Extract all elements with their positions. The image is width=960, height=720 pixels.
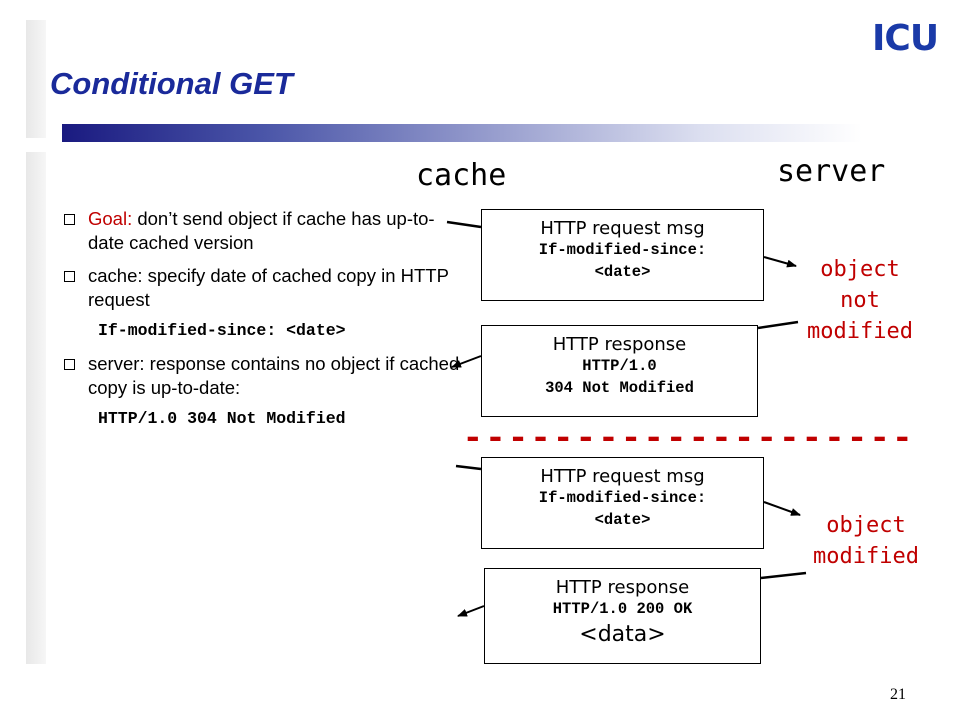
request-box-2: HTTP request msg If-modified-since: <dat… bbox=[481, 457, 764, 549]
code-not-modified: HTTP/1.0 304 Not Modified bbox=[98, 409, 346, 428]
bullet-server: server: response contains no object if c… bbox=[64, 352, 464, 400]
note-line: object bbox=[826, 513, 906, 538]
box-line: If-modified-since: bbox=[538, 241, 707, 259]
arrow-response-1-out bbox=[451, 355, 482, 368]
arrow-request-1-out bbox=[763, 256, 797, 268]
box-line: <date> bbox=[594, 511, 651, 529]
left-bar-top bbox=[26, 20, 46, 138]
response-box-1: HTTP response HTTP/1.0 304 Not Modified bbox=[481, 325, 758, 417]
box-line: If-modified-since: bbox=[538, 489, 707, 507]
note-line: modified bbox=[807, 319, 913, 344]
left-bar-bottom bbox=[26, 152, 46, 664]
arrow-request-1-in bbox=[446, 220, 482, 229]
page-number: 21 bbox=[890, 686, 906, 703]
goal-label: Goal: bbox=[88, 208, 133, 229]
box-line: HTTP/1.0 200 OK bbox=[552, 600, 693, 618]
slide-title: Conditional GET bbox=[50, 66, 293, 101]
box-title: HTTP response bbox=[555, 577, 690, 598]
square-bullet-icon bbox=[64, 271, 75, 282]
title-underline-bar bbox=[62, 124, 862, 142]
bullet-cache: cache: specify date of cached copy in HT… bbox=[64, 264, 464, 312]
request-box-1: HTTP request msg If-modified-since: <dat… bbox=[481, 209, 764, 301]
response-box-2: HTTP response HTTP/1.0 200 OK <data> bbox=[484, 568, 761, 664]
box-line: <data> bbox=[579, 622, 666, 647]
box-line: HTTP/1.0 bbox=[582, 357, 657, 375]
note-line: modified bbox=[813, 544, 919, 569]
arrow-response-1-in bbox=[757, 320, 799, 330]
square-bullet-icon bbox=[64, 214, 75, 225]
server-header: server bbox=[777, 154, 886, 189]
arrow-request-2-in bbox=[455, 464, 482, 471]
note-modified: object modified bbox=[796, 510, 936, 572]
square-bullet-icon bbox=[64, 359, 75, 370]
box-line: 304 Not Modified bbox=[545, 379, 694, 397]
bullet-text: cache: specify date of cached copy in HT… bbox=[88, 265, 449, 310]
cache-header: cache bbox=[416, 158, 507, 193]
arrow-request-2-out bbox=[763, 501, 801, 516]
bullet-text: don’t send object if cache has up-to-dat… bbox=[88, 208, 435, 253]
bullet-list: Goal: don’t send object if cache has up-… bbox=[64, 207, 464, 440]
note-line: not bbox=[840, 288, 880, 313]
arrow-response-2-in bbox=[760, 571, 807, 580]
note-line: object bbox=[820, 257, 900, 282]
bullet-text: server: response contains no object if c… bbox=[88, 353, 460, 398]
icu-logo: ICU bbox=[872, 18, 939, 59]
bullet-goal: Goal: don’t send object if cache has up-… bbox=[64, 207, 464, 255]
box-title: HTTP request msg bbox=[540, 466, 705, 487]
separator-dashes: -------------------- bbox=[462, 418, 915, 459]
arrow-response-2-out bbox=[457, 605, 485, 617]
box-title: HTTP request msg bbox=[540, 218, 705, 239]
note-not-modified: object not modified bbox=[790, 254, 930, 347]
code-if-modified: If-modified-since: <date> bbox=[98, 321, 346, 340]
box-line: <date> bbox=[594, 263, 651, 281]
box-title: HTTP response bbox=[552, 334, 687, 355]
